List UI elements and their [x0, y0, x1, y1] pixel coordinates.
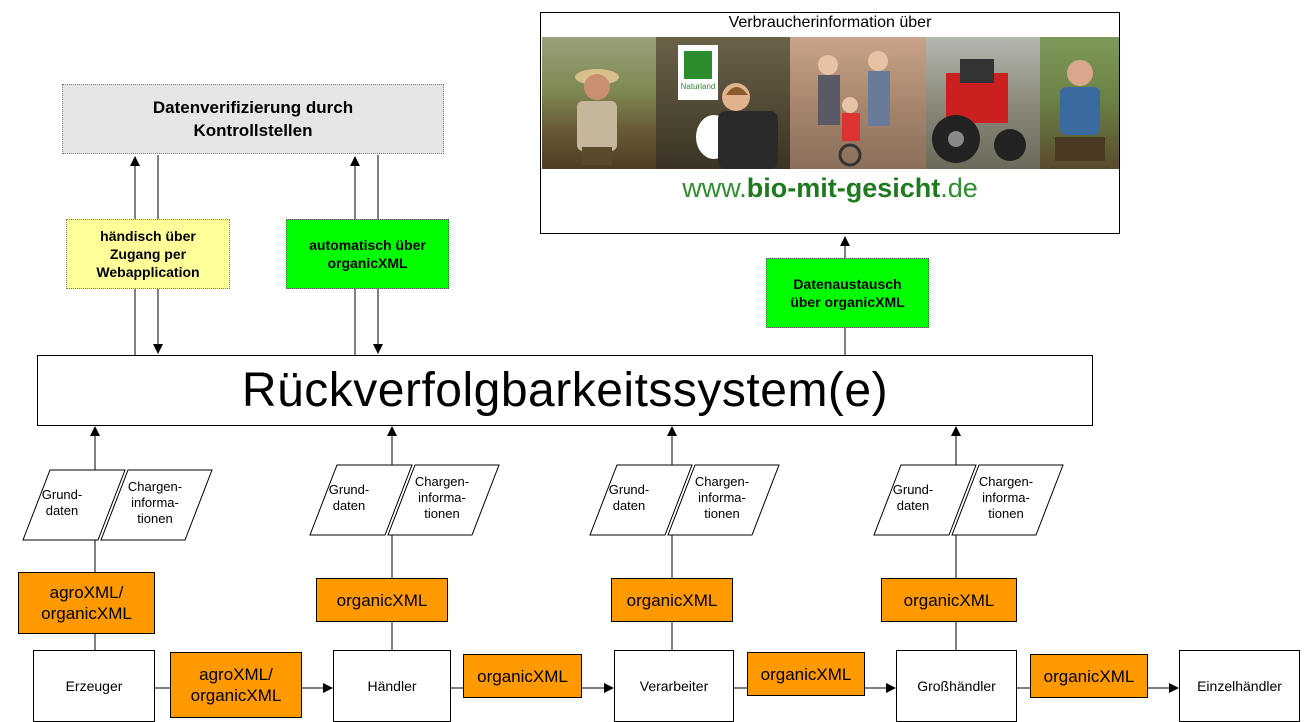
manual-line3: Webapplication [96, 264, 200, 280]
auto-line2: organicXML [327, 255, 408, 271]
auto-line1: automatisch über [309, 237, 426, 253]
data-parallelogram-2 [309, 464, 500, 536]
grunddaten-label-4: Grund-daten [892, 482, 934, 513]
actor-verarbeiter: Verarbeiter [614, 650, 734, 722]
traceability-system-box: Rückverfolgbarkeitssystem(e) [37, 355, 1093, 426]
grunddaten-label-3: Grund-daten [608, 482, 650, 513]
exchange-line1: Datenaustausch [793, 276, 902, 292]
transfer-3-label: organicXML [760, 664, 852, 684]
photo-goose: Naturland [656, 37, 790, 169]
photo-family [790, 37, 926, 169]
automatic-box: automatisch über organicXML [286, 219, 449, 289]
verification-line2: Kontrollstellen [193, 121, 313, 140]
grunddaten-label-2: Grund-daten [328, 482, 370, 513]
transfer-4-label: organicXML [1043, 666, 1135, 686]
transfer-1-line2: organicXML [190, 686, 282, 705]
standard-box-erzeuger: agroXML/ organicXML [18, 572, 155, 634]
verification-line1: Datenverifizierung durch [152, 98, 354, 117]
actor-erzeuger-label: Erzeuger [65, 678, 123, 694]
naturland-label: Naturland [681, 82, 716, 91]
transfer-box-1: agroXML/ organicXML [170, 652, 302, 718]
consumer-info-box: Verbraucherinformation über Naturland [540, 12, 1120, 234]
chargen-label-1: Chargen-informa-tionen [127, 479, 183, 526]
family-figure-icon [818, 51, 890, 167]
exchange-line2: über organicXML [790, 294, 905, 310]
photo-tractor [926, 37, 1040, 169]
actor-einzelhaendler-label: Einzelhändler [1197, 678, 1282, 694]
standard-haendler-label: organicXML [336, 590, 428, 610]
data-exchange-box: Datenaustausch über organicXML [766, 258, 929, 328]
standard-box-verarbeiter: organicXML [611, 578, 733, 622]
data-parallelogram-1 [22, 469, 213, 541]
farmer-figure-icon [575, 69, 619, 165]
actor-grosshaendler-label: Großhändler [917, 678, 996, 694]
transfer-2-label: organicXML [477, 666, 568, 686]
transfer-box-2: organicXML [463, 654, 582, 698]
data-parallelogram-4 [873, 464, 1064, 536]
website-url[interactable]: www.bio-mit-gesicht.de [541, 173, 1119, 204]
manual-access-box: händisch über Zugang per Webapplication [66, 219, 230, 289]
url-brand: bio-mit-gesicht [746, 173, 941, 203]
actor-erzeuger: Erzeuger [33, 650, 155, 722]
actor-haendler: Händler [333, 650, 451, 722]
chargen-label-4: Chargen-informa-tionen [978, 474, 1034, 521]
actor-verarbeiter-label: Verarbeiter [639, 678, 709, 694]
photo-farmer-potatoes [1040, 37, 1119, 169]
consumer-title: Verbraucherinformation über [728, 14, 932, 31]
standard-box-grosshaendler: organicXML [881, 578, 1017, 622]
farmer-potatoes-icon [1055, 60, 1105, 161]
url-suffix: .de [940, 173, 978, 203]
standard-box-haendler: organicXML [316, 578, 448, 622]
standard-erzeuger-line2: organicXML [41, 604, 132, 623]
data-parallelogram-3 [589, 464, 780, 536]
photo-farmer [542, 37, 656, 169]
standard-erzeuger-line1: agroXML/ [49, 583, 124, 602]
actor-haendler-label: Händler [367, 678, 417, 694]
actor-einzelhaendler: Einzelhändler [1179, 650, 1300, 722]
verification-box: Datenverifizierung durch Kontrollstellen [62, 84, 444, 154]
manual-line1: händisch über [100, 228, 196, 244]
transfer-1-line1: agroXML/ [199, 665, 273, 684]
grunddaten-label-1: Grund-daten [41, 487, 83, 518]
transfer-box-4: organicXML [1030, 654, 1148, 698]
standard-grosshaendler-label: organicXML [903, 590, 995, 610]
actor-grosshaendler: Großhändler [896, 650, 1017, 722]
manual-line2: Zugang per [109, 246, 187, 262]
chargen-label-3: Chargen-informa-tionen [694, 474, 750, 521]
naturland-logo-icon: Naturland [678, 45, 778, 169]
chargen-label-2: Chargen-informa-tionen [414, 474, 470, 521]
transfer-box-3: organicXML [747, 652, 865, 696]
url-prefix: www. [682, 173, 747, 203]
tractor-icon [932, 59, 1026, 163]
standard-verarbeiter-label: organicXML [626, 590, 718, 610]
traceability-system-title: Rückverfolgbarkeitssystem(e) [241, 364, 889, 417]
